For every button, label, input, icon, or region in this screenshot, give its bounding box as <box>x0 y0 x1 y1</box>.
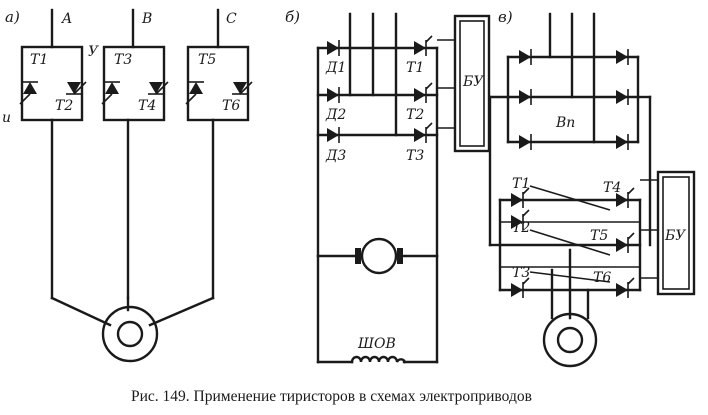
module-top-label: T5 <box>198 52 216 68</box>
winding-label: ШОВ <box>357 336 396 352</box>
panel-v-tag: в) <box>498 8 513 26</box>
diode-label: Д2 <box>325 107 346 123</box>
thyristor-label: T2 <box>512 220 530 236</box>
phase-module-b: B T3 T4 <box>101 8 169 300</box>
rectifier-label: Вп <box>555 115 575 131</box>
thyristor-label: T3 <box>406 148 424 164</box>
phase-label-a: A <box>60 11 72 27</box>
motor-v <box>542 248 598 368</box>
phase-module-a: A T1 T2 У u <box>2 8 99 300</box>
thyristor-label: T1 <box>406 60 424 76</box>
module-top-label: T1 <box>30 52 48 68</box>
left-mark: u <box>2 110 11 126</box>
control-label: У <box>88 44 99 60</box>
module-bottom-label: T2 <box>55 98 73 114</box>
thyristor-label: T1 <box>512 176 530 192</box>
phase-module-c: C T5 T6 <box>185 8 253 300</box>
dc-motor-b <box>316 237 439 275</box>
panel-a-tag: а) <box>5 8 20 26</box>
diode-label: Д1 <box>325 60 346 76</box>
panel-b: б) Д1 T1 Д2 T2 Д3 T3 <box>285 8 491 364</box>
control-unit-b: БУ <box>437 14 491 153</box>
diode-label: Д3 <box>325 148 346 164</box>
thyristor-label: T4 <box>603 180 621 196</box>
bridge-row-2: Д2 T2 <box>316 82 439 123</box>
thyristor-module-box <box>102 45 166 122</box>
rectifier-bridge-v: Вп <box>488 48 652 247</box>
control-unit-v: БУ <box>640 170 696 296</box>
thyristor-label: T2 <box>406 107 424 123</box>
bridge-row-1: Д1 T1 <box>316 35 439 76</box>
thyristor-module-box <box>186 45 250 122</box>
control-unit-label: БУ <box>664 228 686 244</box>
bridge-row-3: Д3 T3 <box>316 122 439 164</box>
module-bottom-label: T6 <box>222 98 240 114</box>
thyristor-label: T5 <box>590 228 608 244</box>
thyristor-label: T6 <box>593 270 611 286</box>
phase-label-b: B <box>141 11 152 27</box>
thyristor-label: T3 <box>512 265 530 281</box>
phase-label-c: C <box>226 11 237 27</box>
panel-b-tag: б) <box>285 8 300 26</box>
module-top-label: T3 <box>114 52 132 68</box>
field-winding-b: ШОВ <box>316 254 439 364</box>
panel-v: в) Вп <box>488 8 696 368</box>
motor-a <box>50 296 215 363</box>
inverter-v: T1 T2 T3 T4 T5 T6 <box>488 176 642 299</box>
figure-caption: Рис. 149. Применение тиристоров в схемах… <box>131 388 532 405</box>
module-bottom-label: T4 <box>138 98 156 114</box>
panel-a: а) A T1 T2 У u B T3 T4 <box>2 8 253 363</box>
control-unit-label: БУ <box>462 74 484 90</box>
